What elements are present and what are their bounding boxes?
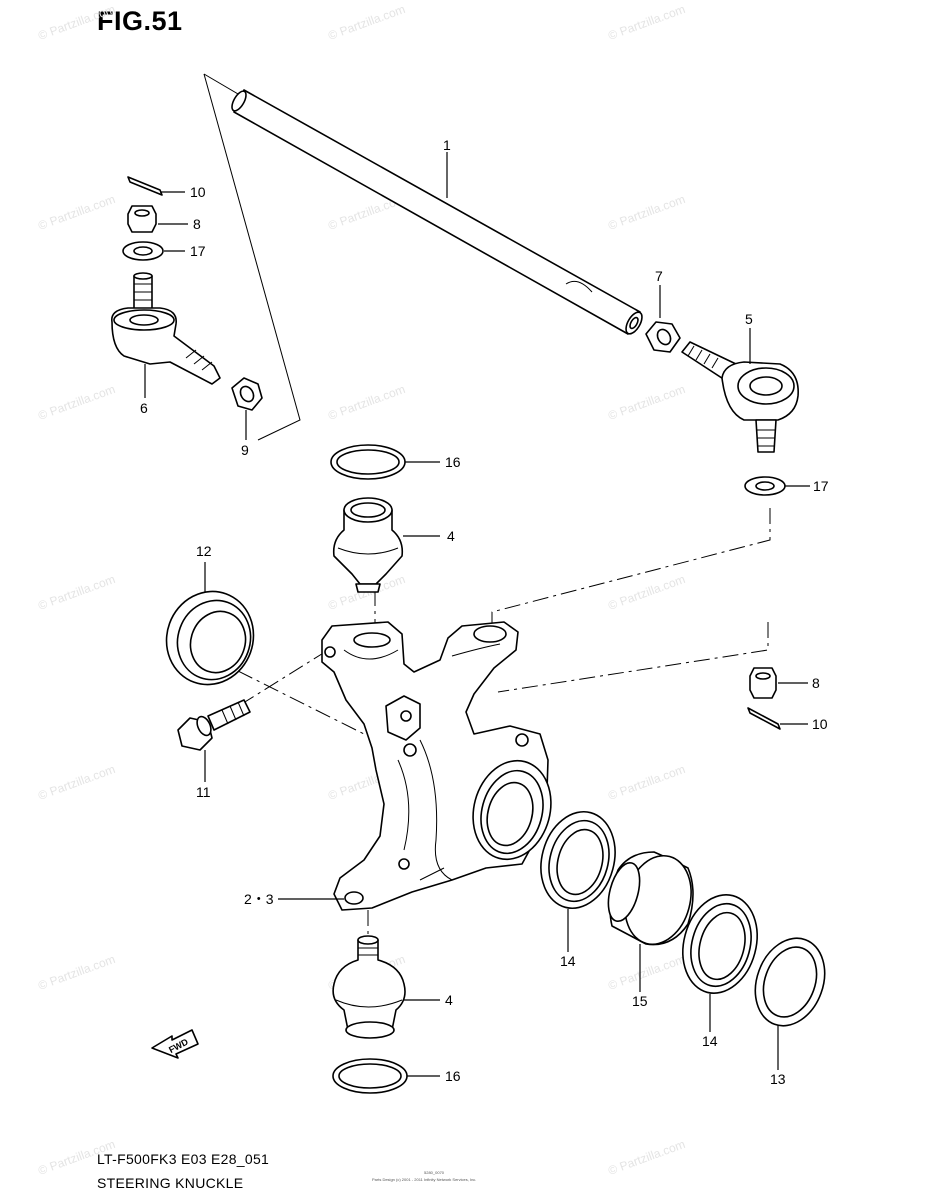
cotter-pin-left	[127, 176, 163, 196]
callout-14: 14	[702, 1033, 718, 1049]
steering-knuckle	[321, 621, 552, 911]
callout-16: 16	[445, 1068, 461, 1084]
watermark: © Partzilla.com	[606, 952, 687, 993]
callout-6: 6	[140, 400, 148, 416]
watermark: © Partzilla.com	[606, 192, 687, 233]
oil-seal-right	[754, 937, 826, 1027]
callout-7: 7	[655, 268, 663, 284]
watermark: © Partzilla.com	[36, 572, 117, 613]
flange-bolt	[177, 699, 251, 751]
tie-rod-end-right	[681, 341, 799, 453]
watermark: © Partzilla.com	[606, 572, 687, 613]
oil-seal-left	[165, 590, 255, 686]
callout-16: 16	[445, 454, 461, 470]
callout-8: 8	[812, 675, 820, 691]
watermark: © Partzilla.com	[36, 192, 117, 233]
watermark: © Partzilla.com	[326, 382, 407, 423]
callout-14: 14	[560, 953, 576, 969]
fwd-direction-arrow: FWD	[151, 1029, 199, 1059]
castle-nut-left	[127, 205, 157, 233]
watermark: © Partzilla.com	[606, 762, 687, 803]
lock-nut-right	[645, 321, 681, 353]
callout-leaders	[144, 152, 810, 1077]
callout-2-3: 2・3	[244, 891, 274, 907]
figure-name: STEERING KNUCKLE	[97, 1175, 244, 1191]
callout-10: 10	[190, 184, 206, 200]
nut-left	[231, 377, 263, 411]
washer-right	[744, 476, 786, 496]
spacer-ring	[607, 851, 694, 946]
watermark: © Partzilla.com	[36, 2, 117, 43]
bearing-b	[682, 894, 758, 994]
watermark: © Partzilla.com	[326, 2, 407, 43]
callout-11: 11	[196, 784, 211, 800]
callout-15: 15	[632, 993, 648, 1009]
watermark: © Partzilla.com	[36, 762, 117, 803]
watermark: © Partzilla.com	[606, 2, 687, 43]
callout-4: 4	[447, 528, 455, 544]
bearing-a	[540, 810, 616, 910]
callout-12: 12	[196, 543, 212, 559]
callout-4: 4	[445, 992, 453, 1008]
callout-5: 5	[745, 311, 753, 327]
watermark: © Partzilla.com	[36, 382, 117, 423]
fine-print-copyright: Parts Design (c) 2001 - 2011 Infinity Ne…	[372, 1177, 477, 1182]
fine-print-code: 5280_0070	[424, 1170, 445, 1175]
castle-nut-right	[749, 667, 777, 699]
ball-joint-lower	[332, 935, 406, 1039]
callout-13: 13	[770, 1071, 786, 1087]
callout-8: 8	[193, 216, 201, 232]
watermark: © Partzilla.com	[36, 952, 117, 993]
watermark: © Partzilla.com	[606, 382, 687, 423]
ball-joint-upper	[332, 497, 404, 593]
watermark: © Partzilla.com	[606, 1137, 687, 1178]
model-code: LT-F500FK3 E03 E28_051	[97, 1151, 270, 1167]
callout-9: 9	[241, 442, 249, 458]
callout-17: 17	[813, 478, 829, 494]
figure-title: FIG.51	[97, 6, 183, 36]
circlip-lower	[332, 1058, 408, 1094]
tie-rod	[231, 89, 643, 335]
circlip-upper	[330, 444, 406, 480]
washer-left	[122, 241, 164, 261]
callout-10: 10	[812, 716, 828, 732]
callout-17: 17	[190, 243, 206, 259]
tie-rod-end-left	[111, 272, 221, 385]
callout-1: 1	[443, 137, 451, 153]
cotter-pin-right	[747, 707, 781, 730]
callout-labels: 1 7 5 10 8 17 6 9 16 4 12 17 8 10 11 2・3…	[140, 137, 829, 1087]
